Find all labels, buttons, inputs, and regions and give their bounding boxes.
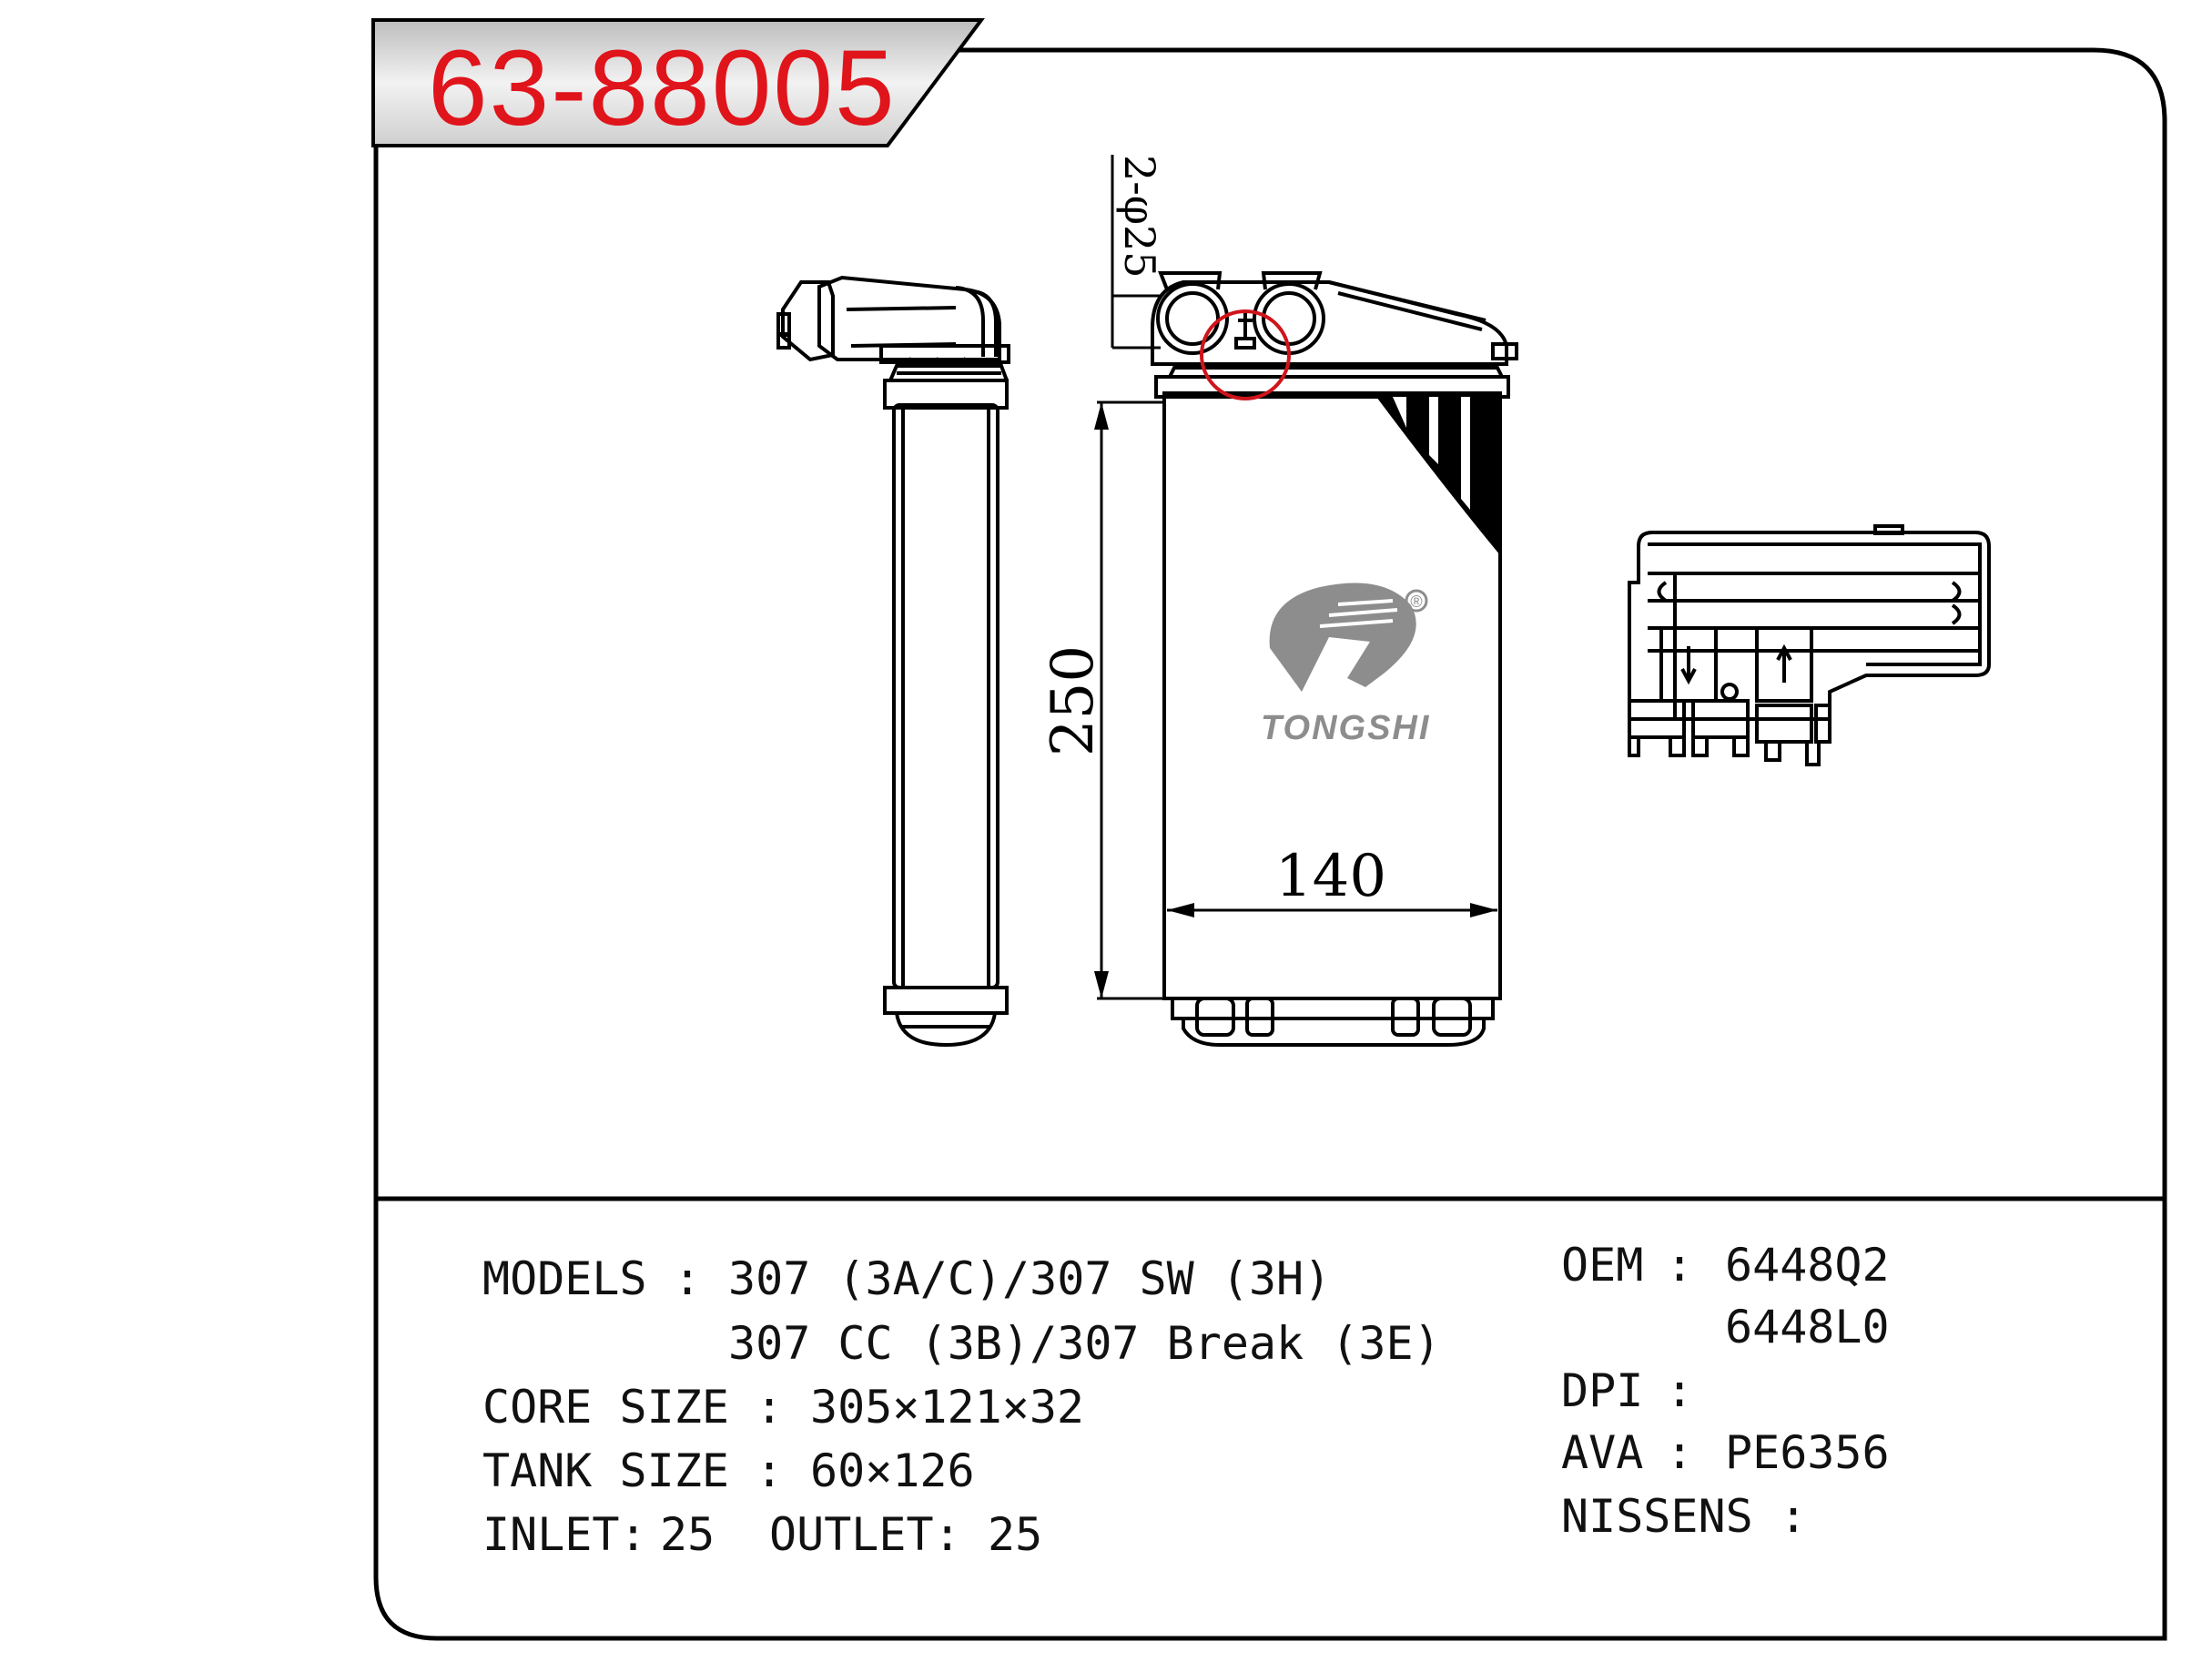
front-view <box>1151 271 1518 1047</box>
part-number-badge <box>371 18 985 147</box>
width-dimension: 140 <box>1275 843 1386 910</box>
models-line-2: 307 CC (3B)/307 Break (3E) <box>728 1317 1441 1370</box>
models-label: MODELS <box>482 1252 647 1305</box>
oem-label: OEM <box>1561 1239 1644 1292</box>
top-view <box>1628 524 1991 766</box>
core-size-value: 305×121×32 <box>810 1381 1085 1434</box>
oem-value-1: 6448Q2 <box>1725 1239 1890 1292</box>
outlet-label: OUTLET: <box>769 1508 961 1561</box>
dimension-lines <box>1094 155 1497 1000</box>
models-line-1: 307 (3A/C)/307 SW (3H) <box>728 1252 1332 1305</box>
oem-separator: : <box>1666 1239 1694 1292</box>
nissens-separator: : <box>1780 1490 1808 1543</box>
side-view <box>776 275 1010 1048</box>
mount-symbol <box>1234 313 1256 350</box>
core-size-label: CORE SIZE <box>482 1381 729 1434</box>
models-separator: : <box>674 1252 702 1305</box>
ava-label: AVA <box>1561 1426 1644 1479</box>
sheet-frame <box>373 47 2167 1641</box>
pipe-dimension: 2-φ25 <box>1115 155 1164 279</box>
tongshi-logo: ® TONGSHI <box>1261 583 1430 747</box>
tank-size-separator: : <box>756 1444 784 1497</box>
outlet-value: 25 <box>988 1508 1043 1561</box>
tank-size-value: 60×126 <box>810 1444 975 1497</box>
inlet-label: INLET: <box>482 1508 647 1561</box>
detail-circle <box>1200 309 1291 400</box>
ava-separator: : <box>1666 1426 1694 1479</box>
part-number: 63-88005 <box>428 28 897 148</box>
dpi-label: DPI <box>1561 1364 1644 1417</box>
oem-value-2: 6448L0 <box>1725 1301 1890 1353</box>
nissens-label: NISSENS <box>1561 1490 1753 1543</box>
tank-size-label: TANK SIZE <box>482 1444 729 1497</box>
core-size-separator: : <box>756 1381 784 1434</box>
inlet-value: 25 <box>660 1508 715 1561</box>
registered-mark: ® <box>1410 593 1422 611</box>
ava-value: PE6356 <box>1725 1426 1890 1479</box>
height-dimension: 250 <box>1040 645 1107 756</box>
dpi-separator: : <box>1666 1364 1694 1417</box>
logo-wordmark: TONGSHI <box>1261 709 1430 747</box>
